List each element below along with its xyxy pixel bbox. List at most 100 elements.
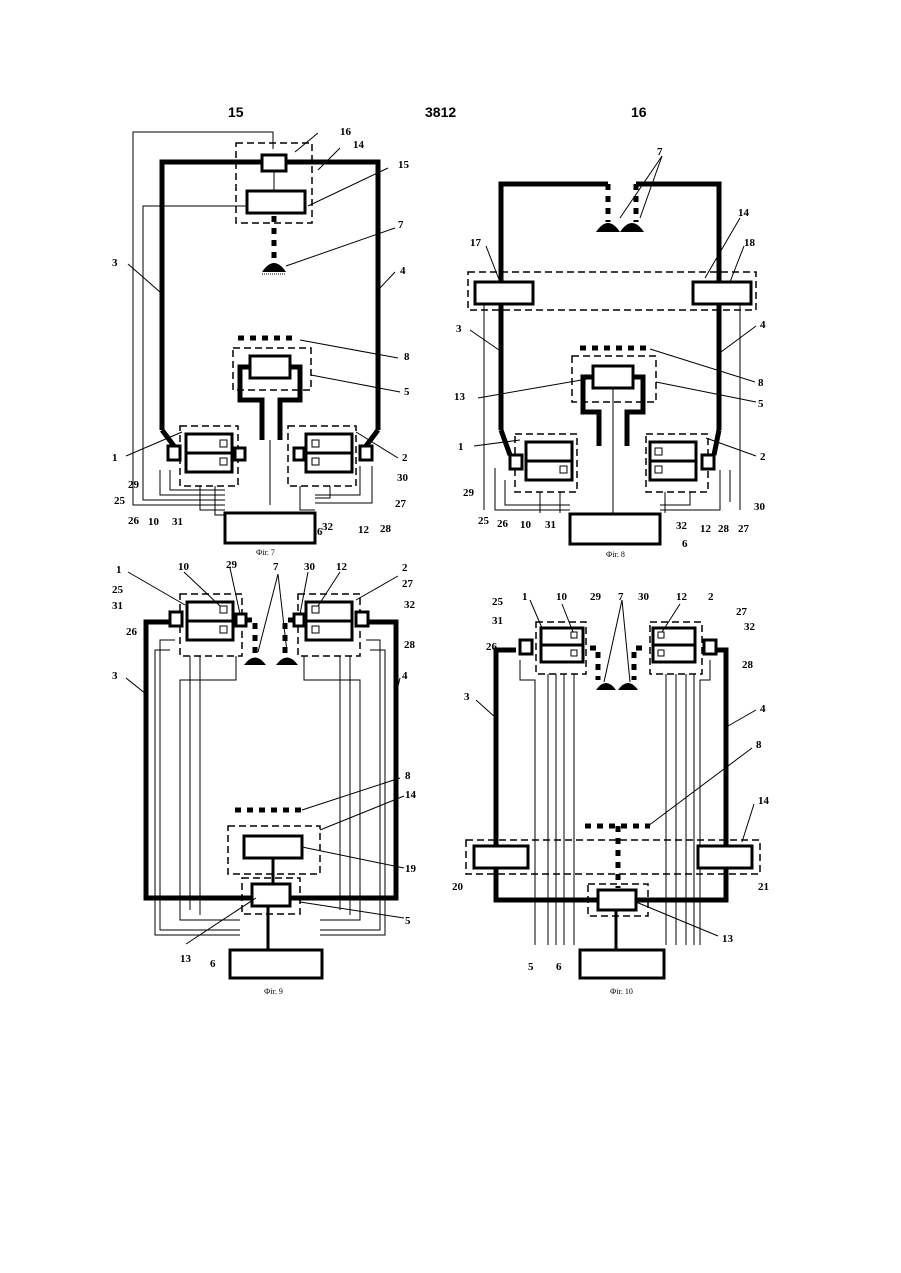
fig9-label-4: 4 [402, 670, 408, 682]
figure-9: 1 10 29 7 30 12 2 27 25 31 32 26 28 3 4 … [112, 559, 417, 996]
fig8-antenna-7a [596, 223, 620, 232]
fig9-antenna-7a [244, 658, 266, 666]
fig10-label-28: 28 [742, 659, 754, 671]
fig10-label-13: 13 [722, 933, 734, 945]
fig7-label-12: 12 [358, 524, 370, 536]
fig8-label-6: 6 [682, 538, 688, 550]
fig7-label-32: 32 [322, 521, 334, 533]
fig9-label-28: 28 [404, 639, 416, 651]
fig7-label-27: 27 [395, 498, 407, 510]
fig9-label-1: 1 [116, 564, 122, 576]
fig10-label-2: 2 [708, 591, 714, 603]
fig8-label-4: 4 [760, 319, 766, 331]
fig7-caption: Фіг. 7 [256, 548, 275, 557]
fig8-label-30: 30 [754, 501, 766, 513]
fig9-label-19: 19 [405, 863, 417, 875]
fig8-unit-6 [570, 514, 660, 544]
fig10-label-7: 7 [618, 591, 624, 603]
fig8-label-13: 13 [454, 391, 466, 403]
fig8-label-31: 31 [545, 519, 556, 531]
fig10-label-25: 25 [492, 596, 504, 608]
fig9-label-2: 2 [402, 562, 408, 574]
fig8-unit-17 [475, 282, 533, 304]
fig8-unit-8 [593, 366, 633, 388]
fig10-unit-32 [704, 640, 716, 654]
fig7-unit-6 [225, 513, 315, 543]
fig7-label-28: 28 [380, 523, 392, 535]
fig8-unit-29 [510, 455, 522, 469]
fig10-label-14: 14 [758, 795, 770, 807]
fig7-label-31: 31 [172, 516, 183, 528]
fig7-label-4: 4 [400, 265, 406, 277]
fig7-label-15: 15 [398, 159, 410, 171]
fig7-label-26: 26 [128, 515, 140, 527]
fig9-label-26: 26 [126, 626, 138, 638]
fig7-antenna-7 [262, 263, 286, 272]
fig10-unit-21 [698, 846, 752, 868]
figure-7: 16 14 15 7 3 4 8 5 1 2 29 25 26 10 31 30… [112, 126, 410, 557]
fig7-label-25: 25 [114, 495, 126, 507]
fig10-label-21: 21 [758, 881, 769, 893]
fig9-label-29: 29 [226, 559, 238, 571]
fig9-label-12: 12 [336, 561, 348, 573]
fig8-label-26: 26 [497, 518, 509, 530]
fig7-label-2: 2 [402, 452, 408, 464]
fig9-unit-6 [230, 950, 322, 978]
fig9-unit-13 [252, 884, 290, 906]
fig8-label-25: 25 [478, 515, 490, 527]
fig9-label-14: 14 [405, 789, 417, 801]
fig7-label-5: 5 [404, 386, 410, 398]
fig7-label-6: 6 [317, 526, 323, 538]
fig8-unit-18 [693, 282, 751, 304]
fig9-label-30: 30 [304, 561, 316, 573]
fig9-label-3: 3 [112, 670, 118, 682]
fig10-antenna-7a [596, 683, 616, 690]
fig10-label-5: 5 [528, 961, 534, 973]
fig8-antenna-7b [620, 223, 644, 232]
fig10-label-12: 12 [676, 591, 688, 603]
fig10-label-31: 31 [492, 615, 503, 627]
fig7-label-7: 7 [398, 219, 404, 231]
fig7-unit-31 [235, 448, 245, 460]
fig10-unit-20 [474, 846, 528, 868]
fig9-label-10: 10 [178, 561, 190, 573]
fig7-unit-29 [168, 446, 180, 460]
fig9-antenna-7b [276, 658, 298, 666]
fig10-label-29: 29 [590, 591, 602, 603]
fig10-label-6: 6 [556, 961, 562, 973]
fig8-label-3: 3 [456, 323, 462, 335]
fig7-label-16: 16 [340, 126, 352, 138]
fig7-label-3: 3 [112, 257, 118, 269]
fig7-label-8: 8 [404, 351, 410, 363]
fig10-label-26: 26 [486, 641, 498, 653]
fig10-label-27: 27 [736, 606, 748, 618]
fig9-label-7: 7 [273, 561, 279, 573]
fig9-label-25: 25 [112, 584, 124, 596]
fig7-label-10: 10 [148, 516, 160, 528]
fig9-label-6: 6 [210, 958, 216, 970]
fig7-unit-8 [250, 356, 290, 378]
fig7-label-1: 1 [112, 452, 118, 464]
fig8-label-18: 18 [744, 237, 756, 249]
fig8-label-14: 14 [738, 207, 750, 219]
fig8-label-7: 7 [657, 146, 663, 158]
fig10-label-32: 32 [744, 621, 756, 633]
fig9-label-8: 8 [405, 770, 411, 782]
fig8-label-8: 8 [758, 377, 764, 389]
fig10-unit-6 [580, 950, 664, 978]
fig10-label-8: 8 [756, 739, 762, 751]
fig9-label-27: 27 [402, 578, 414, 590]
fig8-unit-30 [702, 455, 714, 469]
fig8-label-17: 17 [470, 237, 482, 249]
fig8-label-29: 29 [463, 487, 475, 499]
fig9-label-5: 5 [405, 915, 411, 927]
fig10-label-10: 10 [556, 591, 568, 603]
fig8-label-12: 12 [700, 523, 712, 535]
fig7-unit-16 [262, 155, 286, 171]
fig9-label-13: 13 [180, 953, 192, 965]
fig7-unit-32 [294, 448, 304, 460]
fig9-unit-29 [236, 614, 246, 626]
fig8-label-5: 5 [758, 398, 764, 410]
figure-8: 7 14 17 18 3 4 8 13 5 1 2 29 25 26 10 31… [454, 146, 766, 559]
